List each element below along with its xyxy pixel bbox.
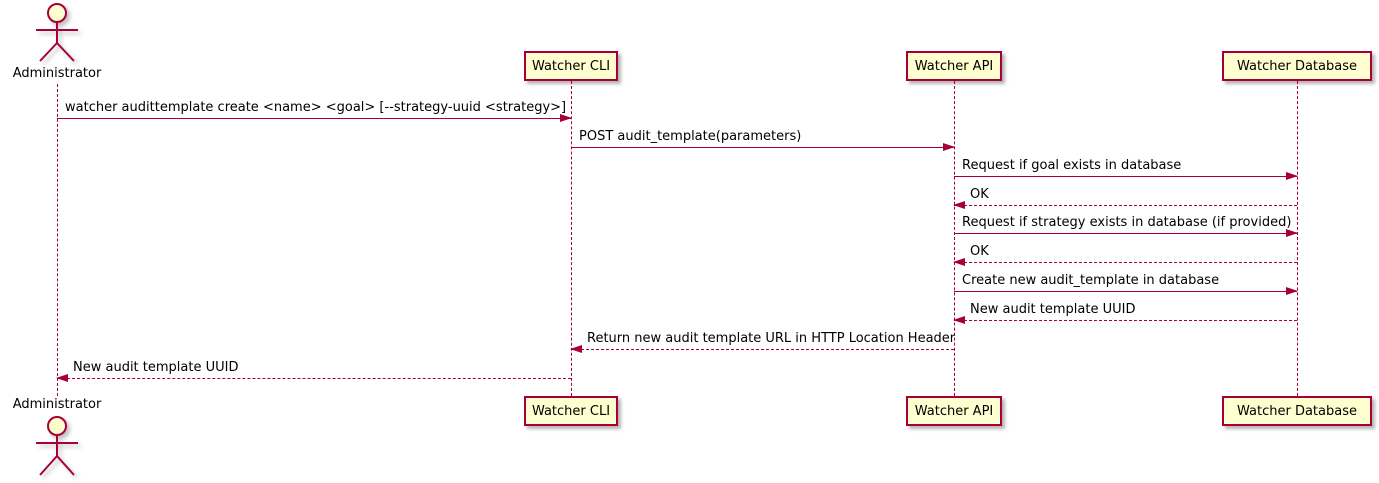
participant-watcher-database-bottom: Watcher Database (1222, 396, 1372, 426)
actor-icon (36, 3, 78, 62)
message-label: New audit template UUID (970, 302, 1136, 317)
arrowhead-right-icon (1286, 172, 1298, 180)
message-line (57, 378, 571, 379)
arrowhead-left-icon (953, 258, 965, 266)
message-line (571, 349, 954, 350)
message-label: watcher audittemplate create <name> <goa… (65, 100, 567, 115)
participant-watcher-database-top: Watcher Database (1222, 51, 1372, 81)
participant-watcher-cli-top: Watcher CLI (524, 51, 618, 81)
message-line (571, 147, 954, 148)
actor-icon (36, 416, 78, 476)
actor-label-bottom: Administrator (12, 397, 102, 412)
lifeline-administrator (57, 84, 58, 396)
arrowhead-left-icon (953, 201, 965, 209)
actor-label-top: Administrator (12, 66, 102, 81)
message-line (954, 176, 1297, 177)
message-label: POST audit_template(parameters) (579, 129, 802, 144)
message-line (954, 320, 1297, 321)
message-line (954, 262, 1297, 263)
message-line (954, 205, 1297, 206)
participant-watcher-cli-bottom: Watcher CLI (524, 396, 618, 426)
message-label: New audit template UUID (73, 360, 239, 375)
message-label: Return new audit template URL in HTTP Lo… (587, 331, 956, 346)
arrowhead-right-icon (943, 143, 955, 151)
arrowhead-right-icon (560, 114, 572, 122)
arrowhead-right-icon (1286, 287, 1298, 295)
message-line (954, 291, 1297, 292)
message-label: Create new audit_template in database (962, 273, 1220, 288)
message-label: OK (970, 244, 989, 259)
lifeline-watcher-cli (571, 81, 572, 396)
participant-watcher-api-bottom: Watcher API (906, 396, 1002, 426)
message-label: Request if goal exists in database (962, 158, 1182, 173)
participant-watcher-api-top: Watcher API (906, 51, 1002, 81)
lifeline-watcher-api (954, 81, 955, 396)
arrowhead-left-icon (56, 374, 68, 382)
arrowhead-left-icon (570, 345, 582, 353)
lifeline-watcher-database (1297, 81, 1298, 396)
arrowhead-right-icon (1286, 229, 1298, 237)
message-line (57, 118, 571, 119)
message-label: OK (970, 187, 989, 202)
message-line (954, 233, 1297, 234)
message-label: Request if strategy exists in database (… (962, 215, 1292, 230)
arrowhead-left-icon (953, 316, 965, 324)
